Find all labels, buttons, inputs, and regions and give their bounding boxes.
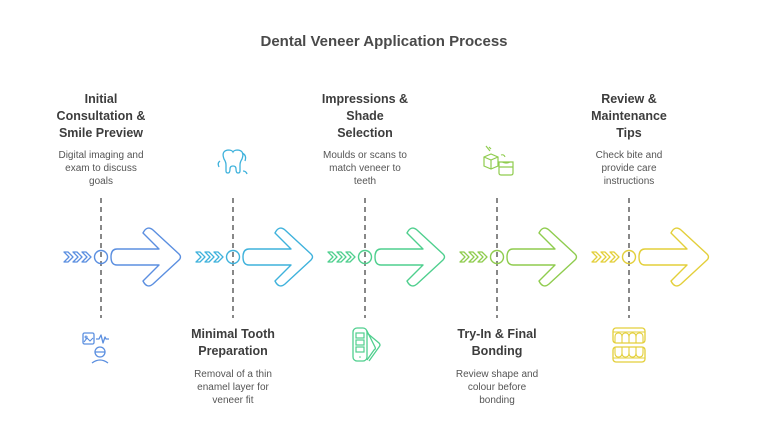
arrow-icon	[242, 227, 314, 287]
tooth-shaving-icon	[217, 149, 248, 175]
step-title-line: Maintenance	[591, 109, 667, 123]
shade-guide-icon	[352, 327, 381, 362]
step-node	[621, 249, 637, 265]
chevron-icon	[591, 251, 602, 263]
step-description: Moulds or scans to match veneer to teeth	[300, 149, 430, 188]
arrow-icon	[506, 227, 578, 287]
chevron-icon	[600, 251, 611, 263]
step-description-line: Check bite and	[595, 150, 663, 161]
step-2	[195, 149, 314, 318]
arrow-icon	[374, 227, 446, 287]
step-description-line: teeth	[353, 176, 377, 187]
step-4	[459, 145, 578, 318]
step-description-line: colour before	[467, 382, 527, 393]
step-description-line: Removal of a thin	[194, 369, 272, 380]
diagram-title: Dental Veneer Application Process	[260, 33, 508, 50]
chevron-icon	[63, 251, 74, 263]
step-description-line: goals	[89, 176, 113, 187]
step-1	[63, 198, 182, 364]
step-title-line: Initial	[84, 92, 118, 106]
step-title-line: Smile Preview	[58, 126, 144, 140]
chevron-icon	[327, 251, 338, 263]
step-title-line: Minimal Tooth	[191, 327, 275, 341]
chevron-icon	[477, 251, 488, 263]
step-description-line: exam to discuss	[65, 163, 137, 174]
step-description: Review shape and colour before bonding	[432, 368, 562, 407]
step-title-line: Try-In & Final	[457, 327, 537, 341]
step-title-line: Review &	[601, 92, 657, 106]
step-title-line: Selection	[337, 126, 393, 140]
step-description: Removal of a thin enamel layer for veneer …	[168, 368, 298, 407]
step-description-line: Review shape and	[455, 369, 539, 380]
step-title-line: Bonding	[471, 344, 523, 358]
step-node	[357, 249, 373, 265]
step-description-line: Moulds or scans to	[323, 150, 407, 161]
step-title-line: Shade	[346, 109, 384, 123]
step-title-line: Preparation	[198, 344, 268, 358]
step-5	[591, 198, 710, 363]
step-title-line: Consultation &	[56, 109, 146, 123]
step-description-line: Digital imaging and	[58, 150, 144, 161]
step-description-line: match veneer to	[329, 163, 401, 174]
chevron-icon	[213, 251, 224, 263]
step-description-line: provide care	[601, 163, 657, 174]
chevron-icon	[459, 251, 470, 263]
chevron-icon	[204, 251, 215, 263]
teeth-icon	[612, 327, 646, 363]
step-description: Digital imaging and exam to discuss goals	[36, 149, 166, 188]
chevron-icon	[81, 251, 92, 263]
arrow-icon	[110, 227, 182, 287]
step-description-line: enamel layer for	[197, 382, 269, 393]
step-title-line: Impressions &	[321, 92, 409, 106]
step-node	[489, 249, 505, 265]
step-description-line: bonding	[479, 395, 515, 406]
chevron-icon	[72, 251, 83, 263]
chevron-icon	[195, 251, 206, 263]
step-node	[225, 249, 241, 265]
arrow-icon	[638, 227, 710, 287]
step-description: Check bite and provide care instructions	[564, 149, 694, 188]
box-veneer-icon	[483, 145, 514, 176]
step-node	[93, 249, 109, 265]
step-3	[327, 198, 446, 362]
step-description-line: instructions	[603, 176, 655, 187]
step-description-line: veneer fit	[212, 395, 254, 406]
chevron-icon	[609, 251, 620, 263]
step-title-line: Tips	[616, 126, 642, 140]
chevron-icon	[468, 251, 479, 263]
chevron-icon	[336, 251, 347, 263]
chevron-icon	[345, 251, 356, 263]
imaging-pulse-person-icon	[82, 332, 109, 364]
